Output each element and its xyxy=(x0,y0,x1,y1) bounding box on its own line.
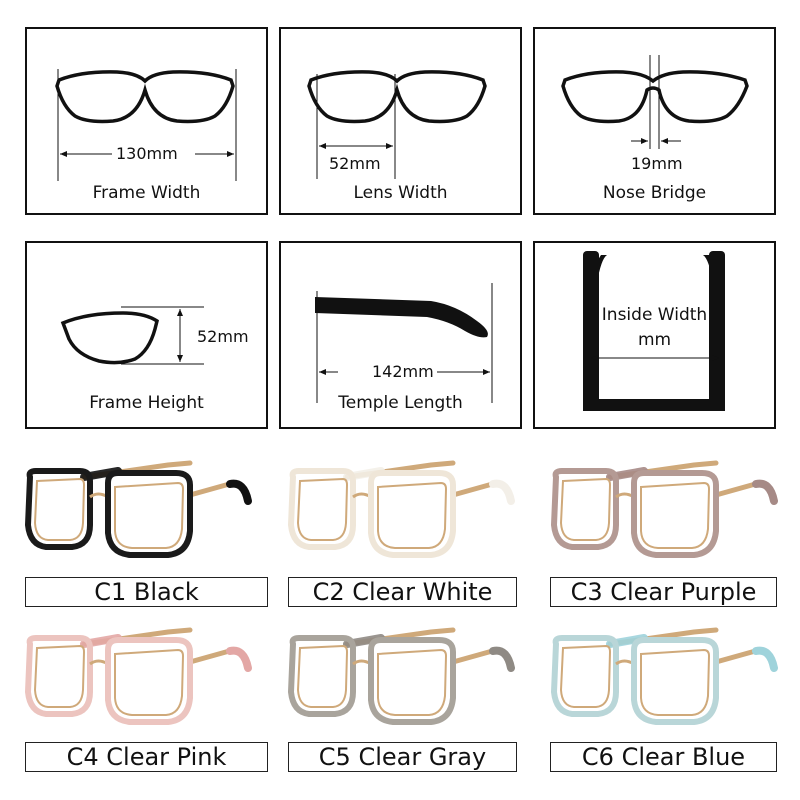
color-c1-label: C1 Black xyxy=(25,577,268,607)
color-c4-label: C4 Clear Pink xyxy=(25,742,268,772)
nose-bridge-caption: Nose Bridge xyxy=(602,183,707,203)
color-c3-photo xyxy=(544,455,782,565)
color-c5-label: C5 Clear Gray xyxy=(288,742,517,772)
frame-height-panel: 52mm Frame Height xyxy=(25,241,268,429)
nose-bridge-diagram xyxy=(561,55,749,149)
frame-width-panel: 130mm Frame Width xyxy=(25,27,268,215)
temple-length-value: 142mm xyxy=(369,362,437,381)
color-c2-label: C2 Clear White xyxy=(288,577,517,607)
inside-width-value: mm xyxy=(637,330,672,350)
temple-length-caption: Temple Length xyxy=(338,393,463,413)
inside-width-panel: Inside Width mm xyxy=(533,241,776,429)
temple-length-diagram xyxy=(315,283,493,403)
lens-width-value: 52mm xyxy=(326,154,384,173)
frame-height-caption: Frame Height xyxy=(89,393,204,413)
frame-height-value: 52mm xyxy=(194,327,252,346)
color-c6-label: C6 Clear Blue xyxy=(550,742,777,772)
inside-width-diagram xyxy=(583,251,725,411)
frame-width-caption: Frame Width xyxy=(92,183,201,203)
frame-height-diagram xyxy=(60,306,204,365)
lens-width-caption: Lens Width xyxy=(353,183,448,203)
nose-bridge-value: 19mm xyxy=(628,154,686,173)
inside-width-title: Inside Width xyxy=(601,305,708,325)
lens-width-diagram xyxy=(307,70,487,179)
frame-width-value: 130mm xyxy=(113,144,181,163)
color-c3-label: C3 Clear Purple xyxy=(550,577,777,607)
color-c2-photo xyxy=(281,455,519,565)
lens-width-panel: 52mm Lens Width xyxy=(279,27,522,215)
temple-length-panel: 142mm Temple Length xyxy=(279,241,522,429)
color-c4-photo xyxy=(18,622,256,732)
color-c5-photo xyxy=(281,622,519,732)
frame-width-diagram xyxy=(55,69,237,181)
color-c1-photo xyxy=(18,455,256,565)
color-c6-photo xyxy=(544,622,782,732)
nose-bridge-panel: 19mm Nose Bridge xyxy=(533,27,776,215)
